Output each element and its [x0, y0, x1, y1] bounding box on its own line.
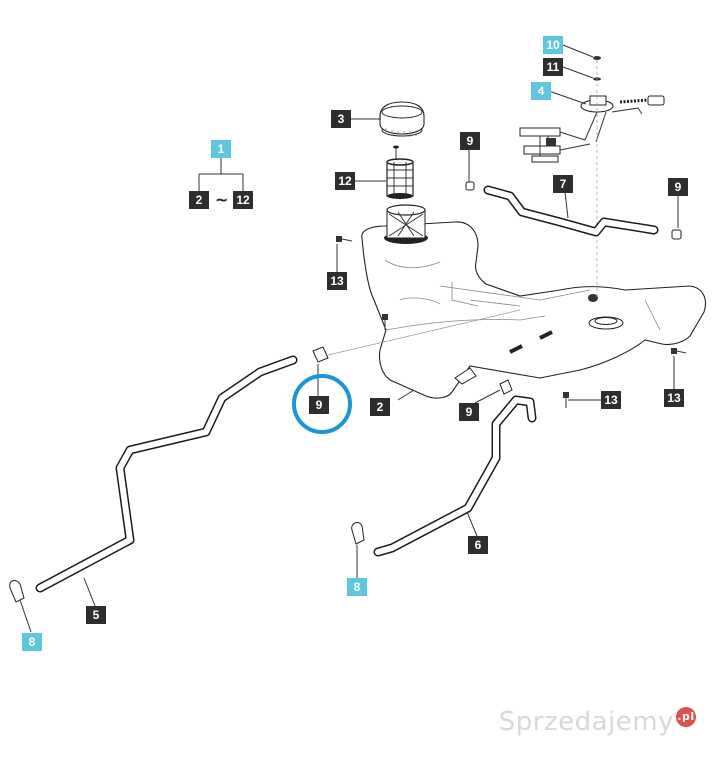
bolt-13-a: [336, 236, 353, 242]
return-hose: [483, 185, 659, 237]
fuel-tank: [361, 221, 707, 399]
hose-clamp-8-left: [9, 580, 25, 603]
fuel-cap: [379, 101, 425, 137]
watermark-badge: .pl: [676, 707, 696, 727]
callout-9-highlighted: 9: [309, 396, 329, 414]
highlight-ring: [292, 374, 352, 434]
callout-9-right: 9: [668, 178, 688, 196]
bolt-13-c: [563, 392, 569, 408]
fuel-sender-unit: [519, 95, 665, 163]
range-separator: ~: [215, 190, 229, 209]
callout-4: 4: [531, 82, 551, 100]
callout-8-bottom: 8: [347, 578, 367, 596]
callout-6: 6: [468, 536, 488, 554]
callout-8-left: 8: [22, 633, 42, 651]
callout-9-lower: 9: [459, 403, 479, 421]
part-10-seal: [593, 56, 601, 60]
callout-13-right: 13: [664, 389, 684, 407]
watermark: Sprzedajemy.pl: [499, 707, 696, 737]
callout-12: 12: [335, 172, 355, 190]
clamp-9-a: [465, 181, 475, 191]
hose-clamp-8-bottom: [351, 522, 365, 545]
callout-7: 7: [553, 175, 573, 193]
callout-9-top: 9: [460, 132, 480, 150]
watermark-text: Sprzedajemy: [498, 707, 674, 737]
callout-2: 2: [370, 398, 390, 416]
bolt-13-b: [382, 314, 388, 330]
bolt-13-d: [671, 348, 687, 354]
fuel-hose-5: [35, 355, 298, 593]
tank-filler-neck: [384, 204, 428, 244]
clamp-9-c: [499, 379, 513, 395]
callout-13-mid: 13: [601, 391, 621, 409]
fuel-strainer: [386, 145, 414, 199]
callout-10: 10: [543, 36, 563, 54]
sleeve-9: [312, 346, 329, 363]
assembly-bracket: [198, 158, 244, 191]
callout-2-range-start: 2: [189, 191, 209, 209]
callout-1: 1: [211, 140, 231, 158]
callout-11: 11: [543, 58, 563, 76]
callout-5: 5: [86, 606, 106, 624]
fuel-hose-6: [373, 395, 537, 557]
callout-13-left: 13: [327, 272, 347, 290]
leader-lines: [19, 44, 679, 633]
clamp-9-b: [671, 229, 682, 240]
callout-12-range-end: 12: [233, 191, 253, 209]
callout-3: 3: [331, 110, 351, 128]
